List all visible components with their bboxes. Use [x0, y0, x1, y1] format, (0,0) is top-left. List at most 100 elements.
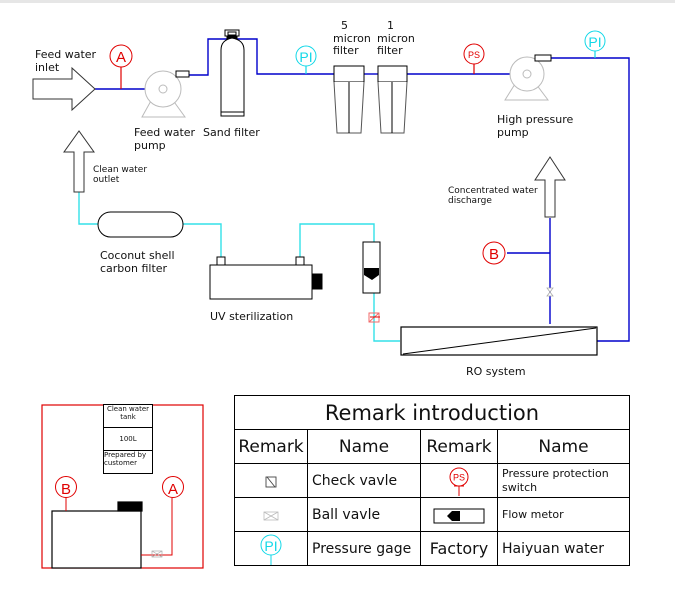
check-valve-icon — [368, 312, 380, 323]
pressure-gage-2-label: PI — [588, 34, 601, 50]
micron5-label-line2: micron — [333, 31, 371, 45]
ball-valve-icon — [263, 511, 279, 520]
high-pressure-pump-icon — [504, 56, 549, 101]
tank-capacity: 100L — [119, 435, 137, 443]
pressure-switch-icon — [463, 43, 485, 74]
pressure-switch-icon: PS — [449, 467, 469, 496]
discharge-arrow-icon — [534, 156, 566, 218]
legend-ps-name-line1: Pressure protection — [502, 467, 609, 481]
carbon-filter-icon — [97, 211, 184, 238]
feed-pump-icon — [141, 70, 186, 118]
micron1-filter-label: 1 micron filter — [377, 19, 415, 58]
ammeter-b-icon — [482, 241, 506, 265]
micron1-label-line3: filter — [377, 44, 403, 58]
feed-inlet-arrow-icon — [32, 66, 96, 112]
tank-capacity-box: 100L — [103, 427, 153, 451]
clean-water-piping — [78, 192, 400, 342]
legend-ball-valve-cell — [234, 497, 308, 532]
discharge-label-line1: Concentrated water — [448, 186, 538, 196]
clean-outlet-label-line1: Clean water — [93, 165, 148, 175]
legend-header-name-2: Name — [497, 429, 630, 464]
ro-membrane-icon — [400, 326, 598, 356]
high-pressure-pump-label: High pressure pump — [497, 113, 574, 139]
legend-header-remark-1: Remark — [234, 429, 308, 464]
feed-inlet-label-line2: inlet — [35, 60, 60, 74]
legend-row: PI Pressure gage Factory Haiyuan water — [234, 531, 630, 566]
hp-pump-label-line1: High pressure — [497, 113, 574, 126]
micron5-label-line3: filter — [333, 44, 359, 58]
ball-valve-icon — [546, 287, 554, 297]
legend-flow-meter-name: Flow metor — [497, 497, 630, 532]
clean-outlet-label-line2: outlet — [93, 175, 120, 186]
tank-ball-valve-icon — [151, 550, 163, 558]
sand-filter-icon — [220, 29, 245, 117]
legend-factory-name: Haiyuan water — [497, 531, 630, 566]
legend-row: Check vavle PS Pressure protection switc… — [234, 463, 630, 498]
remark-legend-table: Remark introduction Remark Name Remark N… — [234, 395, 630, 566]
ammeter-b-letter: B — [489, 246, 499, 263]
legend-title: Remark introduction — [234, 395, 630, 430]
pressure-gage-1-label: PI — [299, 49, 312, 65]
pressure-gage-2-icon — [584, 30, 606, 58]
legend-check-valve-cell — [234, 463, 308, 498]
discharge-label-line2: discharge — [448, 196, 492, 207]
legend-check-valve-name: Check vavle — [307, 463, 421, 498]
legend-pi-cell: PI — [234, 531, 308, 566]
carbon-label-line2: carbon filter — [100, 261, 168, 275]
tank-ammeter-a-icon — [162, 476, 184, 498]
legend-flow-meter-cell — [420, 497, 498, 532]
feed-pump-label-line2: pump — [134, 138, 166, 152]
tank-line-a — [141, 498, 173, 556]
tank-name-box: Clean water tank — [103, 404, 153, 428]
micron1-label-line2: micron — [377, 31, 415, 45]
legend-row: Ball vavle Flow metor — [234, 497, 630, 532]
legend-ps-text: PS — [453, 472, 465, 482]
feed-inlet-label-line1: Feed water — [35, 48, 97, 61]
flow-meter-icon — [433, 508, 485, 523]
check-valve-icon — [265, 476, 277, 487]
carbon-label-line1: Coconut shell — [100, 249, 175, 262]
legend-ps-name-line2: switch — [502, 480, 538, 494]
tank-body-icon — [51, 501, 143, 569]
pressure-gage-icon: PI — [260, 534, 282, 565]
pressure-gage-1-icon — [295, 45, 317, 74]
feed-pump-label: Feed water pump — [134, 126, 196, 152]
tank-ammeter-a-letter: A — [168, 481, 178, 498]
carbon-filter-label: Coconut shell carbon filter — [100, 249, 175, 275]
micron5-filter-label: 5 micron filter — [333, 19, 371, 58]
legend-pressure-gage-name: Pressure gage — [307, 531, 421, 566]
ammeter-a-icon — [109, 44, 133, 89]
legend-ball-valve-name: Ball vavle — [307, 497, 421, 532]
legend-ps-cell: PS — [420, 463, 498, 498]
top-border — [0, 0, 675, 3]
hp-pump-label-line2: pump — [497, 125, 529, 139]
ro-system-label: RO system — [466, 365, 526, 378]
tank-ammeter-b-icon — [55, 476, 77, 498]
clean-outlet-arrow-icon — [63, 130, 95, 193]
tank-note-line2: customer — [104, 459, 137, 468]
pressure-switch-label: PS — [468, 50, 480, 60]
tank-name-line2: tank — [120, 413, 136, 422]
legend-pi-text: PI — [264, 538, 277, 554]
feed-pump-label-line1: Feed water — [134, 126, 196, 139]
ammeter-a-letter: A — [116, 49, 126, 66]
feed-inlet-label: Feed water inlet — [35, 48, 97, 74]
high-pressure-pump-outlet — [534, 54, 552, 62]
uv-label: UV sterilization — [210, 310, 294, 323]
tank-ammeter-b-letter: B — [61, 481, 71, 498]
discharge-label: Concentrated water discharge — [448, 186, 538, 207]
micron5-filter-icon — [333, 65, 365, 134]
tank-note-line1: Prepared by — [104, 451, 147, 459]
tank-note-box: Prepared by customer — [103, 450, 153, 474]
tank-name-line1: Clean water — [106, 405, 150, 413]
legend-header-name-1: Name — [307, 429, 421, 464]
legend-header-remark-2: Remark — [420, 429, 498, 464]
micron1-filter-icon — [377, 65, 408, 134]
uv-sterilizer-icon — [209, 256, 323, 300]
clean-outlet-label: Clean water outlet — [93, 165, 147, 186]
flow-meter-icon — [362, 241, 381, 294]
legend-ps-name: Pressure protection switch — [497, 463, 630, 498]
sand-filter-label: Sand filter — [203, 126, 260, 139]
micron5-label-line1: 5 — [341, 19, 348, 32]
